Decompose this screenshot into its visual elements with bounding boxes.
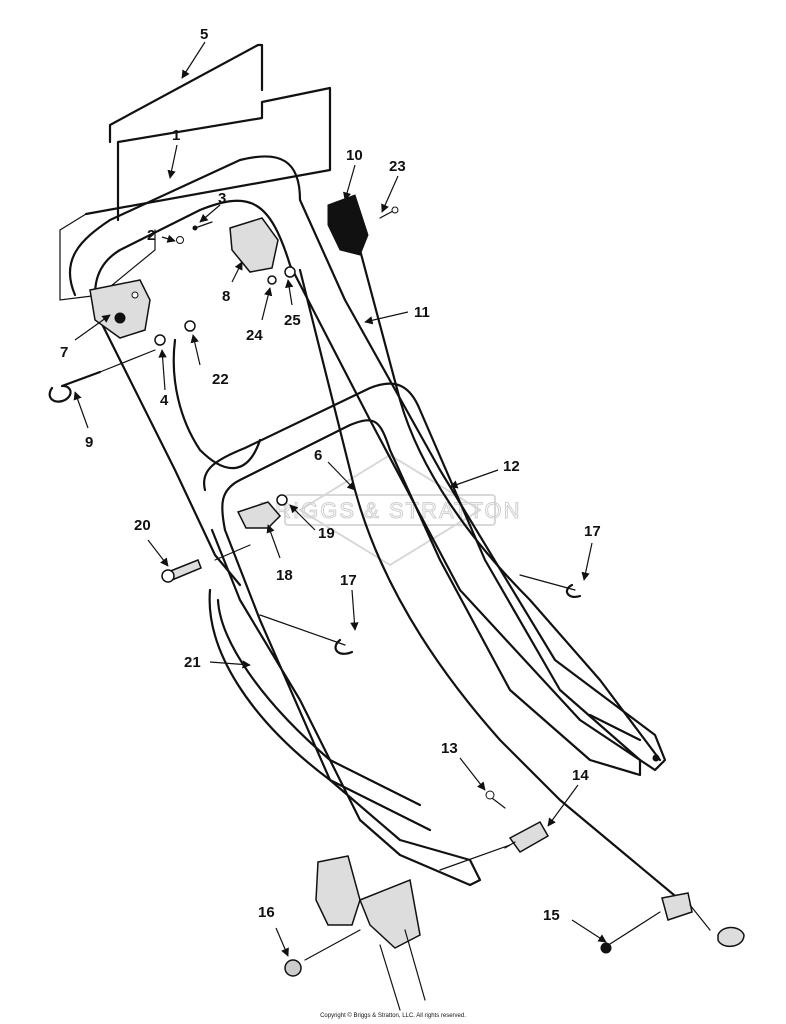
copyright-notice: Copyright © Briggs & Stratton, LLC. All … (320, 1013, 466, 1019)
callout-11: 11 (364, 304, 430, 325)
callout-16: 16 (258, 904, 289, 957)
assembly-lines (99, 349, 711, 931)
callout-18-label: 18 (276, 567, 293, 584)
callout-21-label: 21 (184, 654, 201, 671)
callout-8-label: 8 (222, 288, 230, 305)
callout-25: 25 (284, 279, 301, 329)
pivot-bracket (229, 217, 279, 273)
callout-15-label: 15 (543, 907, 560, 924)
callout-17-left: 17 (340, 572, 359, 631)
callout-17-right: 17 (581, 523, 601, 581)
callout-2-label: 2 (147, 227, 155, 244)
callout-21: 21 (184, 654, 251, 671)
callout-20: 20 (134, 517, 169, 567)
callout-13-label: 13 (441, 740, 458, 757)
callout-22: 22 (190, 334, 229, 388)
callout-23-label: 23 (389, 158, 406, 175)
callout-13: 13 (441, 740, 486, 791)
callout-24-label: 24 (246, 327, 263, 344)
upper-handle (68, 155, 667, 772)
callout-25-label: 25 (284, 312, 301, 329)
control-bracket-left (89, 279, 151, 339)
watermark-text: BRIGGS & STRATTON (259, 498, 522, 523)
callout-20-label: 20 (134, 517, 151, 534)
callout-24: 24 (246, 287, 273, 344)
watermark-logo: BRIGGS & STRATTON (258, 453, 522, 567)
callout-17-left-label: 17 (340, 572, 357, 589)
callout-9: 9 (73, 391, 93, 451)
callout-18: 18 (266, 524, 293, 584)
callout-16-label: 16 (258, 904, 275, 921)
callout-19-label: 19 (318, 525, 335, 542)
callout-11-label: 11 (414, 304, 430, 321)
callout-12-label: 12 (503, 458, 520, 475)
callout-3: 3 (199, 190, 226, 223)
hardware (48, 206, 745, 1011)
callout-2: 2 (147, 227, 176, 244)
callout-3-label: 3 (218, 190, 226, 207)
callout-12: 12 (449, 458, 520, 489)
callout-14-label: 14 (572, 767, 589, 784)
callout-5: 5 (181, 26, 208, 79)
callout-22-label: 22 (212, 371, 229, 388)
callout-7: 7 (60, 314, 111, 361)
callout-14: 14 (547, 767, 589, 827)
callout-9-label: 9 (85, 434, 93, 451)
callout-4-label: 4 (160, 392, 169, 409)
callouts: 1 2 3 4 5 6 7 8 9 10 11 12 13 14 15 16 1… (60, 26, 607, 957)
callout-10-label: 10 (346, 147, 363, 164)
cables (172, 248, 682, 902)
lower-handle (202, 382, 642, 887)
callout-7-label: 7 (60, 344, 68, 361)
callout-6-label: 6 (314, 447, 322, 464)
callout-23: 23 (381, 158, 406, 213)
callout-1: 1 (167, 127, 180, 179)
callout-19: 19 (289, 504, 335, 542)
callout-10: 10 (343, 147, 363, 201)
callout-15: 15 (543, 907, 607, 943)
callout-1-label: 1 (172, 127, 180, 144)
callout-8: 8 (222, 261, 243, 305)
callout-5-label: 5 (200, 26, 208, 43)
engine-control (327, 194, 369, 256)
callout-17-right-label: 17 (584, 523, 601, 540)
callout-4: 4 (158, 349, 169, 409)
callout-6: 6 (314, 447, 356, 491)
